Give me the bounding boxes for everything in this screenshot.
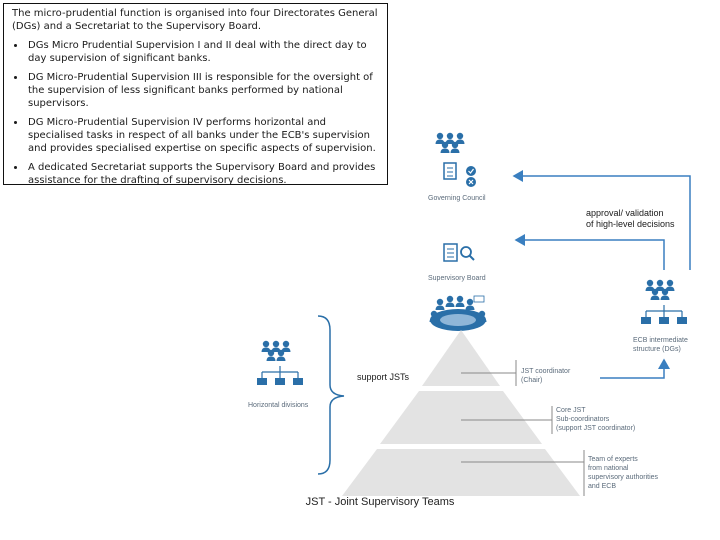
pyramid (342, 330, 580, 496)
group-meeting-icon (429, 295, 487, 331)
org-chart-icon (257, 340, 303, 385)
team-experts-line3: supervisory authorities (588, 474, 659, 481)
brace (317, 315, 345, 475)
team-experts-line1: Team of experts (588, 456, 638, 463)
team-experts-line2: from national (588, 465, 629, 472)
core-jst-line1: Core JST (556, 407, 586, 414)
supervisory-board-label: Supervisory Board (428, 275, 486, 282)
caption: JST - Joint Supervisory Teams (305, 496, 455, 508)
org-chart-icon (641, 279, 687, 324)
governing-council-label: Governing Council (428, 195, 486, 202)
jst-coordinator-line1: JST coordinator (521, 368, 571, 375)
bullet-list: DGs Micro Prudential Supervision I and I… (12, 39, 381, 187)
team-experts-line4: and ECB (588, 483, 617, 490)
approval-label-line1: approval/ validation (586, 208, 664, 218)
core-jst-line3: (support JST coordinator) (556, 425, 636, 432)
people-icon (435, 132, 465, 153)
approval-label-line2: of high-level decisions (586, 219, 675, 229)
ecb-label-line2: structure (DGs) (633, 346, 681, 353)
text-box: The micro-prudential function is organis… (3, 3, 388, 187)
core-jst-line2: Sub-coordinators (556, 416, 610, 423)
document-check-icon (443, 162, 476, 187)
document-search-icon (443, 243, 475, 262)
bullet-item: DG Micro-Prudential Supervision IV perfo… (26, 116, 381, 155)
intro-text: The micro-prudential function is organis… (12, 8, 378, 32)
ecb-label-line1: ECB intermediate (633, 337, 688, 344)
support-jsts-label: support JSTs (357, 372, 410, 382)
bullet-item: DG Micro-Prudential Supervision III is r… (26, 71, 381, 110)
horizontal-divisions-label: Horizontal divisions (248, 402, 309, 409)
approval-arrows (512, 170, 691, 379)
bullet-item: DGs Micro Prudential Supervision I and I… (26, 39, 381, 65)
jst-coordinator-line2: (Chair) (521, 377, 543, 384)
bullet-item: A dedicated Secretariat supports the Sup… (26, 161, 381, 187)
